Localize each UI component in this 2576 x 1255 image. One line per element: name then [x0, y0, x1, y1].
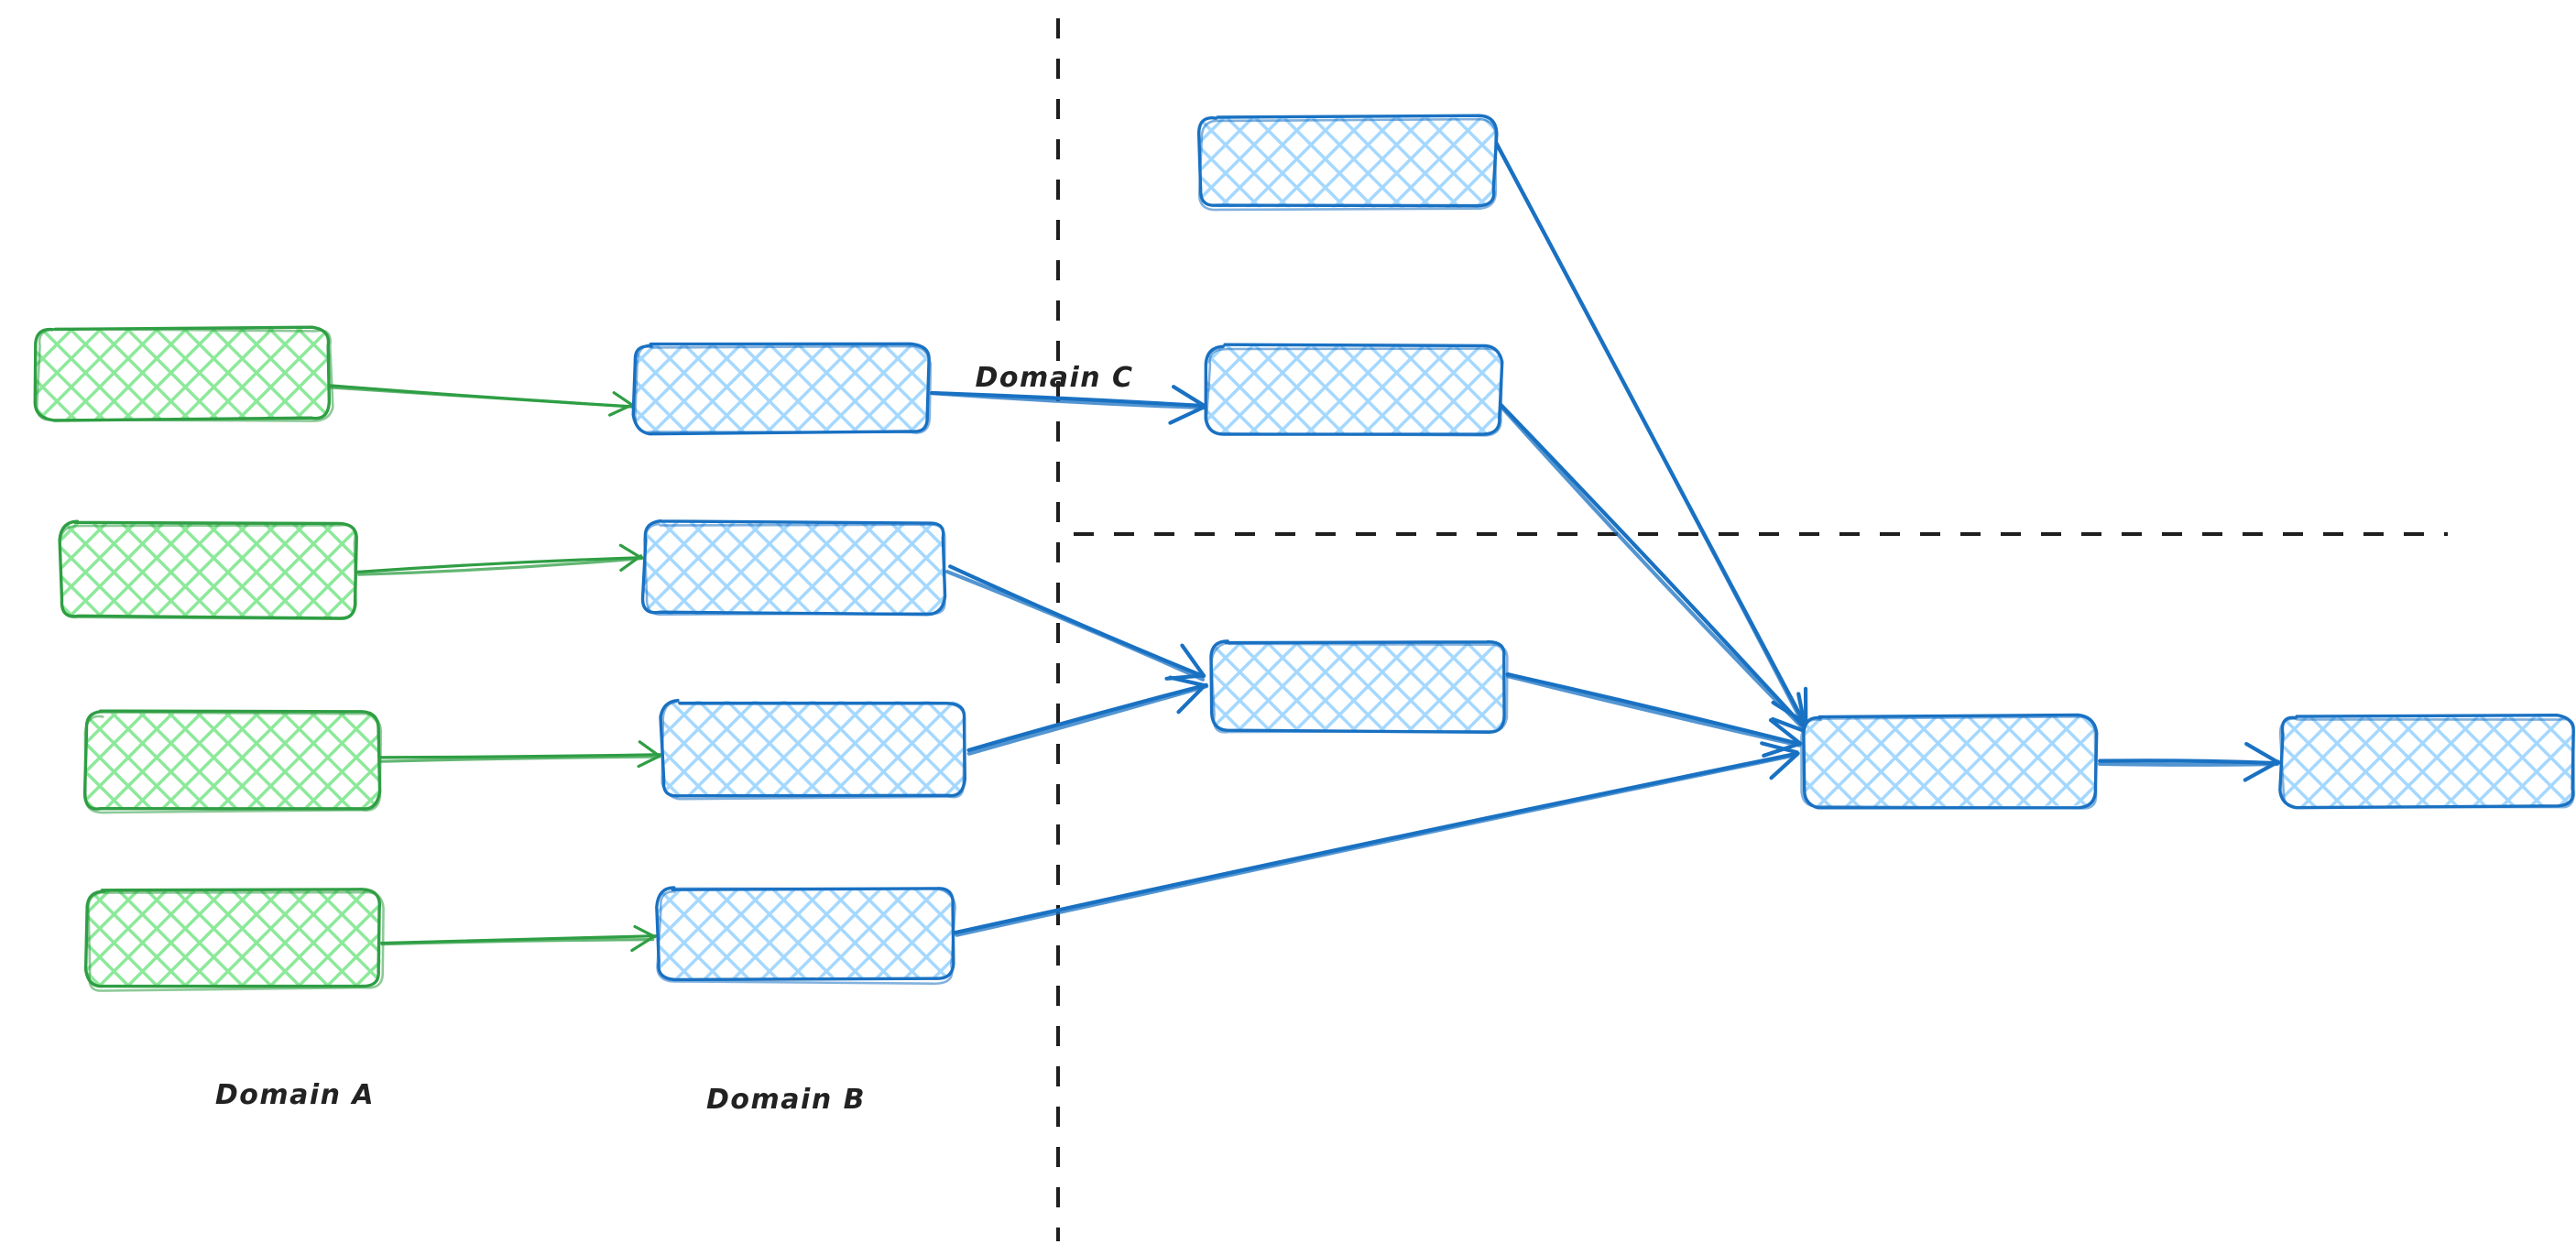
edge-a2-b2	[355, 543, 644, 576]
edge-layer	[326, 136, 2281, 953]
node-a3[interactable]	[82, 709, 383, 814]
edge-a4-b4	[378, 924, 657, 953]
node-b2[interactable]	[640, 519, 947, 617]
label-domain-b: Domain B	[706, 1084, 866, 1116]
node-c3[interactable]	[1209, 639, 1509, 734]
edge-c3-d1	[1505, 671, 1803, 758]
label-domain-a: Domain A	[215, 1079, 375, 1111]
node-c2[interactable]	[1204, 343, 1504, 437]
edge-b3-c3	[966, 675, 1209, 756]
node-d1[interactable]	[1800, 713, 2099, 810]
edge-b1-c2	[929, 385, 1207, 425]
node-layer	[33, 114, 2576, 992]
node-a2[interactable]	[58, 519, 358, 621]
node-c1[interactable]	[1196, 114, 1499, 212]
node-b1[interactable]	[631, 342, 933, 436]
node-e1[interactable]	[2278, 713, 2576, 810]
edge-b2-c3	[944, 564, 1206, 682]
node-a4[interactable]	[83, 888, 385, 992]
edge-c1-d1	[1491, 136, 1808, 729]
edge-a3-b3	[377, 740, 661, 769]
divider-layer	[1056, 18, 2448, 1241]
node-a1[interactable]	[33, 325, 334, 422]
edge-b4-d1	[953, 741, 1800, 937]
edge-d1-e1	[2097, 741, 2281, 782]
edge-a1-b1	[326, 384, 634, 417]
node-b4[interactable]	[655, 886, 956, 986]
node-b3[interactable]	[659, 698, 967, 801]
domain-label-layer: Domain A Domain B Domain C	[215, 362, 1133, 1116]
label-domain-c: Domain C	[975, 362, 1133, 394]
